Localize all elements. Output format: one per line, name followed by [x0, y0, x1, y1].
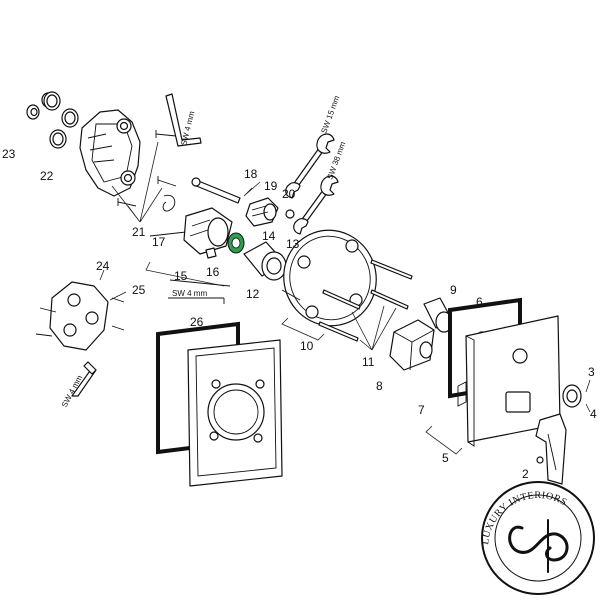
callout-11: 11 [362, 355, 375, 369]
callout-23: 23 [2, 147, 16, 161]
part-1-2-lever [535, 413, 567, 485]
part-26-frame [156, 321, 283, 487]
callout-26: 26 [190, 315, 204, 329]
callout-15: 15 [174, 269, 188, 283]
tool-allen-key-mid: SW 4 mm [168, 279, 231, 304]
callout-numbers: 1 2 3 4 5 6 7 8 9 10 11 12 13 14 15 16 1… [2, 147, 597, 503]
callout-7: 7 [418, 403, 425, 417]
callout-25: 25 [132, 283, 146, 297]
part-21-valve-body [79, 109, 177, 223]
callout-19: 19 [264, 179, 278, 193]
luxury-interiors-logo: LUXURY INTERIORS [480, 481, 595, 595]
part-11-screws [318, 259, 413, 351]
part-3-4-knob [562, 379, 591, 413]
callout-10: 10 [300, 339, 314, 353]
callout-24: 24 [96, 259, 110, 273]
tool-wrench-38: SW 38 mm [293, 140, 348, 235]
tool-label-sw15: SW 15 mm [319, 94, 341, 135]
part-8-cube [389, 319, 435, 371]
callout-22: 22 [40, 169, 54, 183]
tool-allen-key-top: SW 4 mm [165, 93, 202, 147]
part-24-25-flange [35, 269, 127, 351]
callout-17: 17 [152, 235, 166, 249]
callout-21: 21 [132, 225, 146, 239]
callout-3: 3 [588, 365, 595, 379]
part-10-mounting-ring [281, 229, 377, 327]
part-16-screw [205, 247, 217, 259]
callout-14: 14 [262, 229, 276, 243]
tool-label-sw4-mid: SW 4 mm [172, 289, 207, 298]
tool-allen-key-left: SW 4 mm [60, 361, 97, 409]
callout-20: 20 [282, 187, 296, 201]
callout-2: 2 [522, 467, 529, 481]
callout-12: 12 [246, 287, 260, 301]
part-22-o-rings [43, 91, 79, 149]
callout-16: 16 [206, 265, 220, 279]
part-cartridge [183, 207, 245, 255]
callout-6: 6 [476, 295, 483, 309]
tool-label-sw38: SW 38 mm [325, 140, 347, 181]
callout-18: 18 [244, 167, 258, 181]
callout-9: 9 [450, 283, 457, 297]
callout-13: 13 [286, 237, 300, 251]
callout-4: 4 [590, 407, 597, 421]
callout-5: 5 [442, 451, 449, 465]
part-17-clip [149, 194, 187, 237]
part-18-spindle [191, 177, 261, 204]
part-5-cover-plate [457, 315, 561, 447]
part-12-sleeve [243, 241, 287, 281]
part-19-20-nuts [245, 197, 295, 227]
leader-brackets [145, 261, 463, 455]
callout-8: 8 [376, 379, 383, 393]
